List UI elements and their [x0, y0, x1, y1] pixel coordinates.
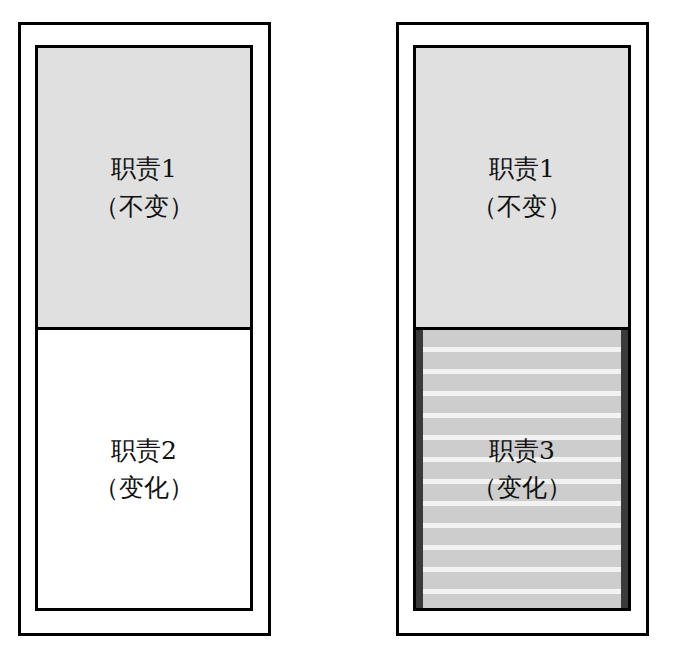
changing-duty-box: 职责2 （变化） — [35, 327, 253, 611]
class-frame — [398, 24, 648, 635]
class-frame — [20, 24, 270, 635]
fixed-duty-box: 职责1 （不变） — [35, 45, 253, 330]
fixed-duty-box: 职责1 （不变） — [413, 45, 631, 330]
duty-label: 职责1 （不变） — [457, 150, 587, 225]
changing-duty-box: 职责3 （变化） — [413, 327, 631, 611]
duty-label: 职责3 （变化） — [457, 432, 587, 507]
duty-label: 职责1 （不变） — [79, 150, 209, 225]
duty-label: 职责2 （变化） — [79, 432, 209, 507]
